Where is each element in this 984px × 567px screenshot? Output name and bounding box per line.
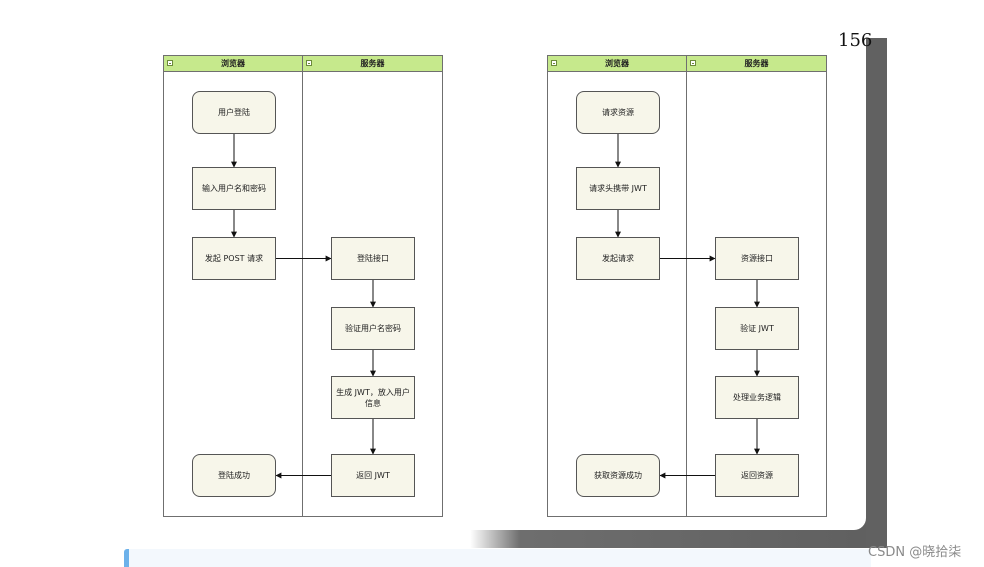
collapse-icon[interactable] [690, 60, 696, 66]
flow-node-step: 请求头携带 JWT [576, 167, 660, 210]
lane-title: 浏览器 [605, 59, 629, 68]
watermark: CSDN @晓拾柒 [868, 545, 962, 560]
lane-title: 服务器 [360, 59, 385, 68]
lane-title: 浏览器 [221, 59, 245, 68]
lane-header-server: 服务器 [687, 56, 826, 72]
lane-title: 服务器 [744, 59, 769, 68]
page-number: 156 [838, 30, 873, 51]
flow-node-step: 验证 JWT [715, 307, 799, 350]
flow-node-step: 资源接口 [715, 237, 799, 280]
flow-node-start: 请求资源 [576, 91, 660, 134]
flow-node-step: 返回 JWT [331, 454, 415, 497]
lane-header-server: 服务器 [303, 56, 442, 72]
flow-arrows [231, 134, 376, 479]
flow-node-start: 用户登陆 [192, 91, 276, 134]
browser-lane: 浏览器 [548, 56, 687, 516]
flow-node-step: 输入用户名和密码 [192, 167, 276, 210]
flow-node-step: 登陆接口 [331, 237, 415, 280]
blockquote-bar [124, 549, 871, 567]
flow-node-end: 获取资源成功 [576, 454, 660, 497]
flow-arrows [615, 134, 760, 479]
flow-node-step: 发起 POST 请求 [192, 237, 276, 280]
collapse-icon[interactable] [551, 60, 557, 66]
flow-node-step: 返回资源 [715, 454, 799, 497]
lane-header-browser: 浏览器 [164, 56, 302, 72]
browser-lane: 浏览器 [164, 56, 303, 516]
server-lane: 服务器 [303, 56, 442, 516]
flow-node-step: 发起请求 [576, 237, 660, 280]
server-lane: 服务器 [687, 56, 826, 516]
resource-flow-diagram: 浏览器 服务器 请求资源 请求头携带 JWT 发起请求 资源接口 验证 JWT … [547, 55, 827, 517]
login-flow-diagram: 浏览器 服务器 用户登陆 输入用户名和密码 发起 POST 请求 登陆接口 验证… [163, 55, 443, 517]
flow-node-step: 处理业务逻辑 [715, 376, 799, 419]
flow-node-step: 生成 JWT，放入用户信息 [331, 376, 415, 419]
flow-node-step: 验证用户名密码 [331, 307, 415, 350]
flow-node-end: 登陆成功 [192, 454, 276, 497]
collapse-icon[interactable] [167, 60, 173, 66]
lane-header-browser: 浏览器 [548, 56, 686, 72]
card-shadow-edge [866, 38, 887, 548]
collapse-icon[interactable] [306, 60, 312, 66]
